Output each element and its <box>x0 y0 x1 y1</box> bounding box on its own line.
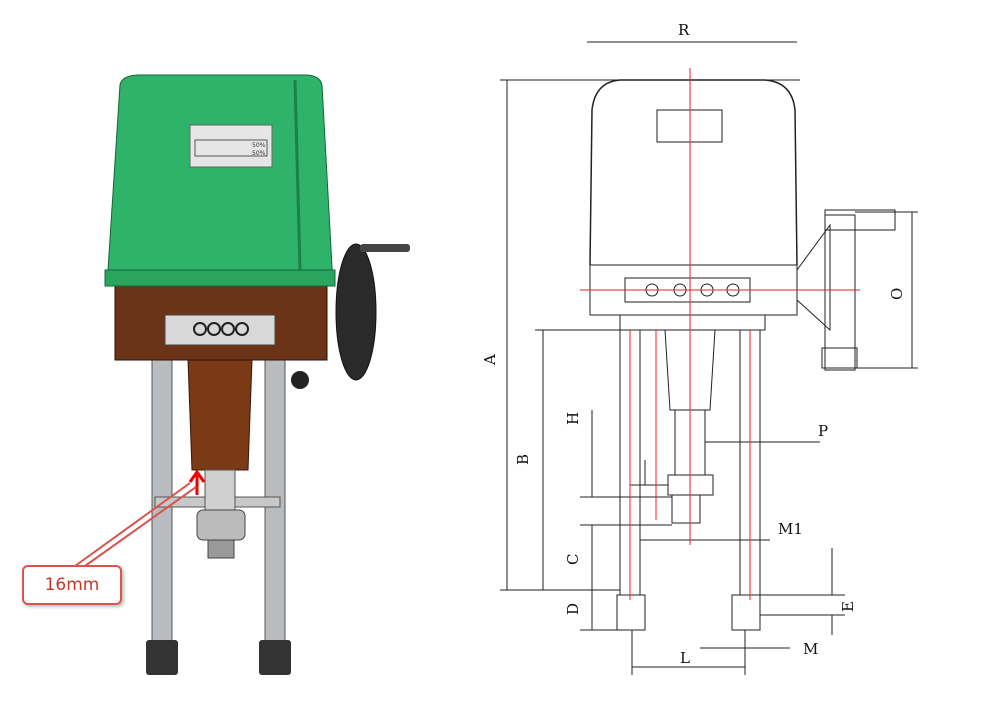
dim-label-h: H <box>564 412 582 425</box>
dim-label-o: O <box>888 288 906 300</box>
stroke-callout: 16mm <box>22 565 122 605</box>
nameplate-value-2: 50% <box>252 150 266 157</box>
dim-label-d: D <box>564 603 582 615</box>
dim-label-r: R <box>678 21 690 39</box>
dim-label-m: M <box>803 640 818 658</box>
stem <box>204 469 236 511</box>
nameplate-value-1: 50% <box>252 142 266 149</box>
actuator-render: 50% 50% <box>74 74 410 675</box>
dimension-drawing <box>500 41 918 675</box>
dim-label-c: C <box>564 554 582 565</box>
dim-label-p: P <box>818 422 828 440</box>
dim-label-e: E <box>839 601 857 612</box>
green-cover <box>106 74 334 286</box>
right-nut <box>259 640 291 675</box>
dimension-labels: R A B H C D O P M1 E L M <box>481 21 906 667</box>
cover-outline <box>589 79 798 266</box>
stem-nut <box>207 539 235 559</box>
dim-label-a: A <box>481 354 499 366</box>
dim-label-b: B <box>514 454 532 465</box>
stem-housing <box>187 359 253 471</box>
coupling <box>196 509 246 541</box>
handwheel-knob <box>291 371 309 389</box>
cover-rim <box>104 269 336 287</box>
nameplate <box>189 124 273 168</box>
left-nut <box>146 640 178 675</box>
handwheel <box>335 243 377 381</box>
dim-label-l: L <box>680 649 690 667</box>
centerlines <box>580 68 860 600</box>
dim-label-m1: M1 <box>778 520 803 538</box>
